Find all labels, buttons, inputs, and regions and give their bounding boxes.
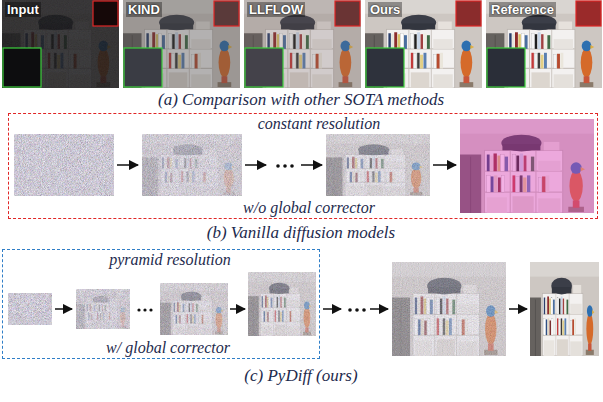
panel-caption: (c) PyDiff (ours)	[244, 366, 357, 386]
region-note: w/o global corrector	[243, 199, 375, 217]
tone-overlay	[123, 0, 240, 88]
noise-overlay	[142, 134, 242, 196]
green-inset	[487, 48, 525, 87]
reference-photo	[486, 0, 602, 88]
step-arrow	[323, 308, 341, 310]
pyramid-chain	[8, 262, 599, 356]
ellipsis-dot	[290, 164, 294, 168]
noise-overlay	[326, 134, 430, 196]
input-photo	[2, 0, 119, 88]
tone-overlay	[244, 0, 361, 88]
noise-overlay	[392, 262, 506, 356]
noise-overlay	[160, 283, 228, 335]
red-inset	[335, 1, 360, 26]
green-inset	[245, 48, 283, 87]
image-label: LLFLOW	[247, 2, 305, 17]
zoom-insets	[3, 1, 601, 87]
noise-image	[8, 293, 52, 325]
denoise-step	[76, 289, 130, 329]
ellipsis-dot	[283, 164, 287, 168]
noise-overlay	[248, 272, 316, 336]
clean-result	[530, 262, 599, 356]
llflow-photo	[244, 0, 361, 88]
panel-caption: (a) Comparison with other SOTA methods	[158, 90, 444, 110]
noise-image	[14, 134, 114, 196]
color-shift	[460, 119, 594, 213]
ellipsis-dot	[362, 308, 366, 312]
ours-photo	[365, 0, 482, 88]
ellipsis-dot	[137, 308, 140, 311]
step-arrow	[55, 308, 72, 310]
region-note: w/ global corrector	[106, 339, 230, 357]
red-inset	[93, 1, 118, 26]
dashed-region: pyramid resolution w/ global corrector	[2, 249, 320, 359]
noise-overlay	[76, 289, 130, 329]
denoise-step	[142, 134, 242, 196]
red-inset	[214, 1, 239, 26]
denoise-step	[326, 134, 430, 196]
noise-overlay	[2, 0, 119, 88]
step-arrow	[230, 308, 245, 310]
red-inset	[576, 1, 601, 26]
image-label: Ours	[368, 2, 402, 17]
pink-result	[460, 119, 594, 213]
comparison-photos	[2, 0, 602, 88]
dashed-region: constant resolution w/o global corrector	[8, 113, 598, 219]
region-note: pyramid resolution	[109, 251, 231, 269]
panel-caption: (b) Vanilla diffusion models	[207, 223, 395, 243]
step-arrow	[433, 164, 456, 166]
kind-photo	[123, 0, 240, 88]
step-arrow	[117, 164, 138, 166]
image-label: KIND	[126, 2, 162, 17]
red-inset	[456, 1, 481, 26]
denoise-step	[392, 262, 506, 356]
ellipsis-dot	[348, 308, 352, 312]
region-note: constant resolution	[258, 115, 381, 133]
vanilla-chain	[14, 119, 594, 213]
green-inset	[366, 48, 404, 87]
green-inset	[124, 48, 162, 87]
step-arrow	[301, 164, 322, 166]
step-arrow	[509, 308, 527, 310]
ellipsis-dot	[149, 308, 152, 311]
green-inset	[3, 48, 41, 87]
image-label: Reference	[489, 2, 556, 17]
denoise-step	[160, 283, 228, 335]
step-arrow	[370, 308, 388, 310]
denoise-step	[248, 272, 316, 336]
ellipsis-dot	[355, 308, 359, 312]
ellipsis-dot	[276, 164, 280, 168]
ellipsis-dot	[143, 308, 146, 311]
step-arrow	[245, 164, 266, 166]
dark-overlay	[2, 0, 119, 88]
image-label: Input	[5, 2, 41, 17]
